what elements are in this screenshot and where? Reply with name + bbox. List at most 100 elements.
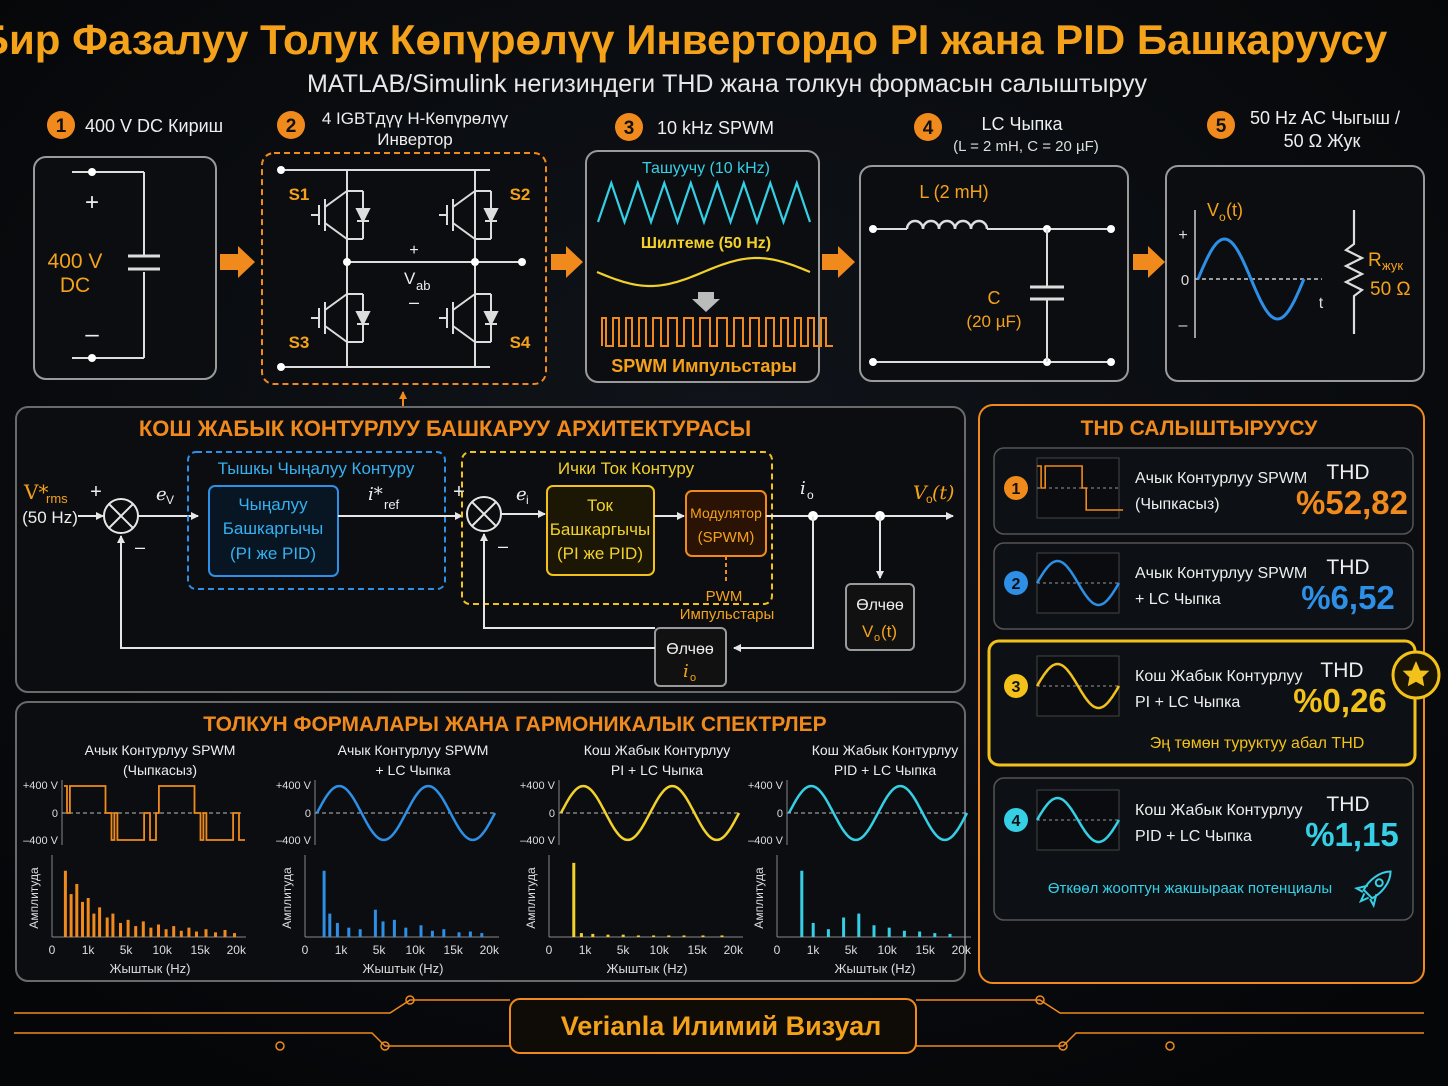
load-label: R <box>1368 250 1382 271</box>
star-icon <box>1391 650 1441 700</box>
stage-2-label: 2 4 IGBTдүү H-Көпүрөлүү Инвертор <box>277 109 509 149</box>
freq-tick-label: 5k <box>617 943 631 957</box>
dc-voltage-value: 400 V <box>48 250 103 273</box>
flow-arrow-icon <box>1133 246 1165 278</box>
stage-5-label: 5 50 Hz AC Чыгыш / 50 Ω Жук <box>1207 108 1400 151</box>
resistor-symbol <box>1343 210 1365 334</box>
inner-loop-title: Ички Ток Контуру <box>558 459 695 478</box>
stage-3-label: 3 10 kHz SPWM <box>615 113 774 141</box>
outer-loop-box <box>187 451 446 590</box>
voltage-sensor-label: Өлчөө <box>856 597 904 614</box>
vab-minus: – <box>409 292 419 312</box>
thd-title: THD САЛЫШТЫРУУСУ <box>1081 417 1319 440</box>
waveform-panel-subtitle: (Чыпкасыз) <box>123 762 197 778</box>
current-controller-line3: (PI же PID) <box>557 544 643 563</box>
y-tick-label: +400 V <box>520 780 556 792</box>
vo-subscript: o <box>1219 210 1226 224</box>
thd-row-number: 4 <box>1012 813 1021 830</box>
thd-value: %1,15 <box>1305 816 1399 853</box>
carrier-label: Ташуучу (10 kHz) <box>642 160 770 177</box>
freq-tick-label: 1k <box>82 943 96 957</box>
output-panel: V o (t) + 0 – t R жук 50 Ω <box>1165 165 1425 382</box>
freq-tick-label: 0 <box>774 943 781 957</box>
thd-note-pi: Эң төмөн туруктуу абал THD <box>1150 735 1365 752</box>
carrier-triangle-wave <box>596 179 812 226</box>
lc-filter-panel: L (2 mH) C (20 µF) <box>859 165 1129 382</box>
freq-tick-label: 15k <box>916 943 936 957</box>
time-domain-waveform <box>64 785 245 841</box>
waveform-panel-title: Ачык Контурлуу SPWM <box>338 742 489 758</box>
thd-mini-waveform <box>1035 662 1121 710</box>
pwm-label-line2: Импульстары <box>680 606 775 623</box>
flow-arrow-icon <box>822 246 855 278</box>
flow-arrow-icon <box>551 246 583 278</box>
thd-label: THD <box>1326 556 1369 579</box>
thd-row-method: Ачык Контурлуу SPWM <box>1135 565 1307 582</box>
voltage-controller-block <box>208 485 339 577</box>
stage-number: 2 <box>286 116 297 137</box>
vab-label: V <box>404 269 416 288</box>
freq-tick-label: 10k <box>878 943 898 957</box>
thd-mini-waveform <box>1037 465 1124 511</box>
thd-row-variant: PI + LC Чыпка <box>1135 694 1240 711</box>
load-value: 50 Ω <box>1370 279 1411 300</box>
thd-row-badge <box>1004 808 1028 832</box>
stage-flow-arrows <box>220 246 1165 278</box>
footer <box>14 995 1424 1051</box>
stage-title: 400 V DC Кириш <box>85 116 223 136</box>
thd-row-number: 1 <box>1012 481 1021 498</box>
freq-tick-label: 20k <box>480 943 500 957</box>
current-controller-line1: Ток <box>587 496 614 515</box>
iref-label: i* <box>368 484 383 505</box>
thd-mini-waveform <box>1035 796 1121 844</box>
freq-tick-label: 1k <box>579 943 593 957</box>
vo-out-argument: (t) <box>932 482 954 504</box>
vref-subscript: rms <box>46 491 68 506</box>
amplitude-axis-label: Амплитуда <box>280 867 294 929</box>
time-domain-waveform <box>315 784 497 842</box>
freq-tick-label: 10k <box>650 943 670 957</box>
thd-row-method: Кош Жабык Контурлуу <box>1135 668 1303 685</box>
vab-subscript: ab <box>416 278 430 293</box>
y-tick-label: –400 V <box>748 835 784 847</box>
time-domain-waveform <box>787 784 969 842</box>
capacitor-label: C <box>988 288 1001 308</box>
freq-tick-label: 15k <box>444 943 464 957</box>
freq-axis-label: Жыштык (Hz) <box>363 961 444 976</box>
stage-title: 50 Hz AC Чыгыш / <box>1250 108 1400 128</box>
modulating-label: Шилтеме (50 Hz) <box>641 235 771 252</box>
freq-axis-label: Жыштык (Hz) <box>110 961 191 976</box>
spwm-pulse-train <box>601 317 833 347</box>
output-minus: – <box>1179 317 1188 334</box>
igbt-switch-icon <box>311 190 371 240</box>
modulator-line2: (SPWM) <box>698 529 755 546</box>
y-tick-label: 0 <box>549 808 555 820</box>
stage-number: 5 <box>1216 116 1227 137</box>
waveform-panel-title: Кош Жабык Контурлуу <box>812 742 959 758</box>
ei-subscript: i <box>526 493 529 507</box>
current-controller-block <box>546 485 655 576</box>
inductor-label: L (2 mH) <box>919 182 988 202</box>
footer-brand-box <box>509 998 917 1054</box>
freq-axis-label: Жыштык (Hz) <box>607 961 688 976</box>
sum1-minus: – <box>135 537 145 557</box>
vo-label: V <box>1207 200 1219 220</box>
dc-voltage-unit: DC <box>60 274 90 297</box>
vo-out-label: V <box>913 482 929 504</box>
stage-1-label: 1 400 V DC Кириш <box>47 111 223 139</box>
waveform-panel-subtitle: PID + LC Чыпка <box>834 762 936 778</box>
waveform-panel-title: Кош Жабык Контурлуу <box>584 742 731 758</box>
thd-row-variant: + LC Чыпка <box>1135 591 1221 608</box>
sum2-plus: + <box>453 481 465 503</box>
waveform-panel: Ачык Контурлуу SPWM(Чыпкасыз)+400 V0–400… <box>23 742 247 976</box>
page-title: Бир Фазалуу Толук Көпүрөлүү Инвертордо P… <box>0 16 1388 63</box>
waveform-panel-subtitle: + LC Чыпка <box>375 762 450 778</box>
voltage-sensor-symbol: V <box>862 622 874 641</box>
rocket-icon <box>1353 870 1392 909</box>
thd-row-badge <box>1004 571 1028 595</box>
thd-row-number: 3 <box>1012 679 1021 696</box>
